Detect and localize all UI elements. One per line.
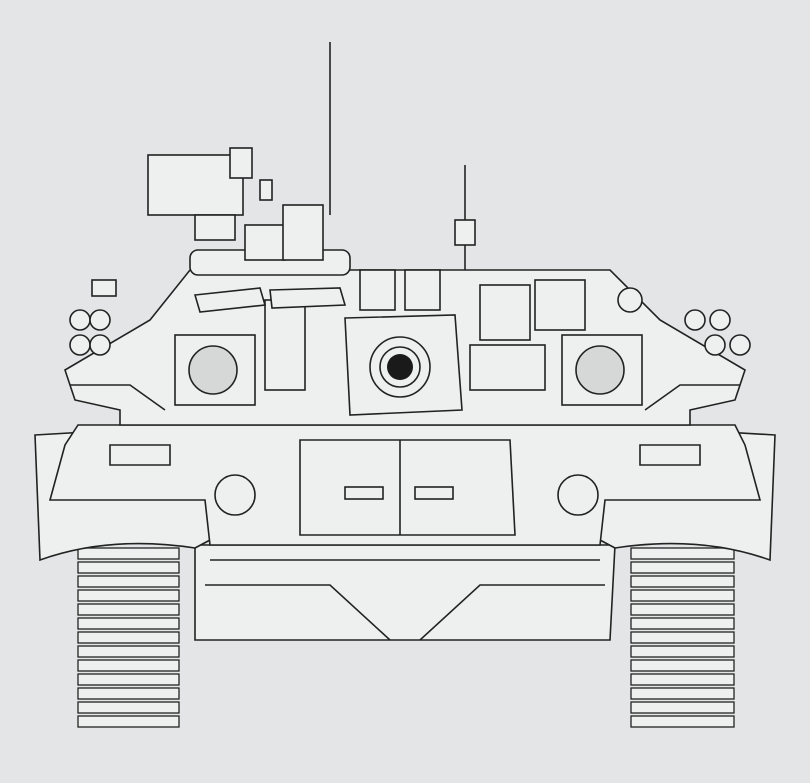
smoke-grenade [69, 309, 91, 331]
track-link [77, 701, 180, 714]
headlight-right [414, 486, 454, 500]
turret-plate-right [469, 344, 546, 391]
periscope [244, 224, 286, 261]
searchlight-mount [194, 214, 236, 241]
tow-hook-right [557, 474, 599, 516]
track-link [77, 659, 180, 672]
smoke-grenade [709, 309, 731, 331]
glacis-plate [299, 439, 516, 536]
track-link [77, 575, 180, 588]
smoke-grenade [704, 334, 726, 356]
tracks [77, 547, 735, 728]
track-link [77, 631, 180, 644]
track-link [630, 659, 735, 672]
camouflage-box [282, 204, 324, 261]
stowage-box [479, 284, 531, 341]
turret-plate [264, 299, 306, 391]
sight-left [174, 334, 256, 406]
track-link [630, 603, 735, 616]
track-link [77, 617, 180, 630]
smoke-grenade [684, 309, 706, 331]
track-link [630, 645, 735, 658]
turret-light-right [617, 287, 643, 313]
smoke-grenade [69, 334, 91, 356]
hatch-sight-right [404, 269, 441, 311]
track-link [630, 687, 735, 700]
wind-sensor-mast [454, 165, 476, 270]
tow-hook-left [214, 474, 256, 516]
track-link [77, 673, 180, 686]
track-link [77, 589, 180, 602]
turret-light-left [91, 279, 117, 297]
turret-armor-lines [70, 384, 740, 411]
hatch-sight-left [359, 269, 396, 311]
track-link [630, 715, 735, 728]
gun-mantlet [344, 314, 463, 416]
stowage-box-2 [534, 279, 586, 331]
sight-right [561, 334, 643, 406]
headlight-left [344, 486, 384, 500]
sensor [259, 179, 273, 201]
track-link [630, 617, 735, 630]
smoke-grenade [89, 309, 111, 331]
track-link [630, 631, 735, 644]
smoke-dischargers [69, 309, 751, 356]
smoke-grenade [729, 334, 751, 356]
smoke-grenade [89, 334, 111, 356]
track-link [77, 603, 180, 616]
track-link [77, 715, 180, 728]
track-link [77, 645, 180, 658]
track-link [77, 547, 180, 560]
track-link [630, 561, 735, 574]
fender-boxes [109, 444, 701, 466]
smoke-launcher-covers [193, 287, 347, 313]
track-link [630, 589, 735, 602]
track-link [630, 701, 735, 714]
searchlight-lamp [229, 147, 253, 179]
track-link [77, 561, 180, 574]
searchlight [147, 154, 244, 216]
track-link [630, 575, 735, 588]
track-link [630, 673, 735, 686]
lower-hull-plate [205, 584, 605, 641]
track-link [630, 547, 735, 560]
track-link [77, 687, 180, 700]
